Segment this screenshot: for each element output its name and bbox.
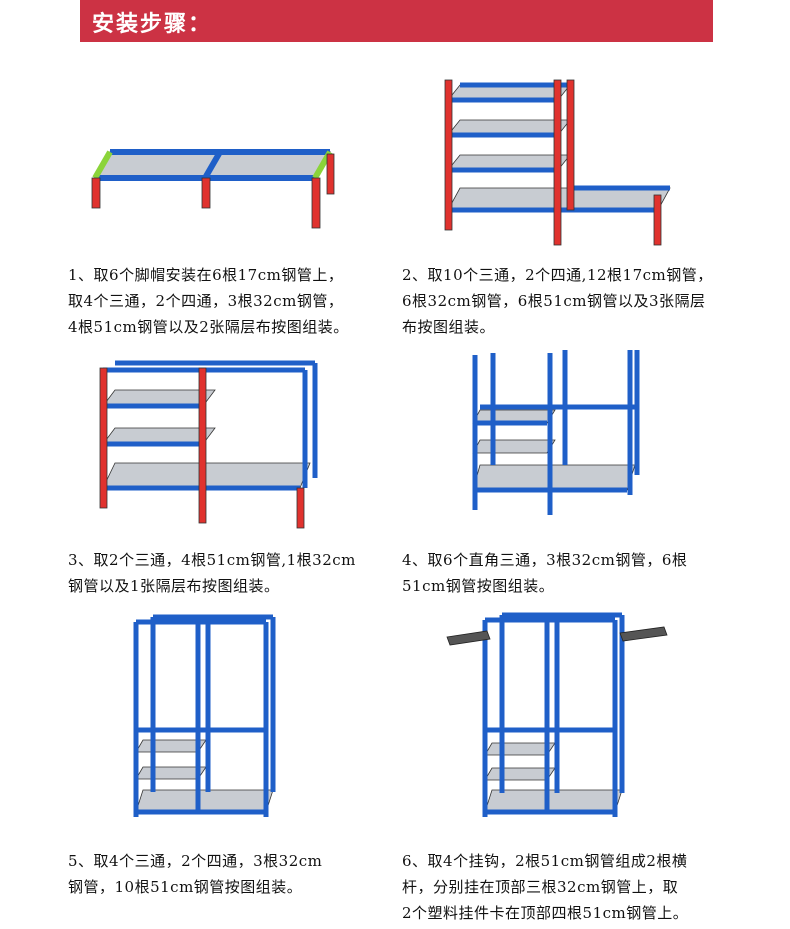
step-3-illustration <box>99 360 318 529</box>
step-1-illustration <box>91 149 335 229</box>
step-5-illustration <box>133 614 276 817</box>
step-1-line-3: 4根51cm钢管以及2张隔层布按图组装。 <box>68 318 349 336</box>
step-4-line-2: 51cm钢管按图组装。 <box>402 577 555 595</box>
step-6-line-2: 杆，分别挂在顶部三根32cm钢管上，取 <box>402 878 679 896</box>
step-1-caption: 1、取6个脚帽安装在6根17cm钢管上， 取4个三通，2个四通，3根32cm钢管… <box>68 262 349 340</box>
step-2-illustration <box>444 79 671 246</box>
step-5-caption: 5、取4个三通，2个四通，3根32cm 钢管，10根51cm钢管按图组装。 <box>68 848 322 900</box>
step-2-line-2: 6根32cm钢管，6根51cm钢管以及3张隔层 <box>402 292 706 310</box>
section-header: 安装步骤： <box>80 0 713 42</box>
step-4-line-1: 4、取6个直角三通，3根32cm钢管，6根 <box>402 551 688 569</box>
step-3-line-2: 钢管以及1张隔层布按图组装。 <box>68 577 280 595</box>
step-2-caption: 2、取10个三通，2个四通,12根17cm钢管， 6根32cm钢管，6根51cm… <box>402 262 713 340</box>
step-4-caption: 4、取6个直角三通，3根32cm钢管，6根 51cm钢管按图组装。 <box>402 547 687 599</box>
step-3-line-1: 3、取2个三通，4根51cm钢管,1根32cm <box>68 551 356 569</box>
step-3-caption: 3、取2个三通，4根51cm钢管,1根32cm 钢管以及1张隔层布按图组装。 <box>68 547 356 599</box>
step-1-line-2: 取4个三通，2个四通，3根32cm钢管， <box>68 292 344 310</box>
step-6-line-3: 2个塑料挂件卡在顶部四根51cm钢管上。 <box>402 904 689 922</box>
step-6-illustration <box>446 612 668 817</box>
step-2-line-3: 布按图组装。 <box>402 318 496 336</box>
step-6-caption: 6、取4个挂钩，2根51cm钢管组成2根横 杆，分别挂在顶部三根32cm钢管上，… <box>402 848 688 926</box>
step-5-line-2: 钢管，10根51cm钢管按图组装。 <box>68 878 303 896</box>
step-6-line-1: 6、取4个挂钩，2根51cm钢管组成2根横 <box>402 852 688 870</box>
step-1-line-1: 1、取6个脚帽安装在6根17cm钢管上， <box>68 266 344 284</box>
step-5-line-1: 5、取4个三通，2个四通，3根32cm <box>68 852 323 870</box>
step-4-illustration <box>472 350 640 515</box>
section-title: 安装步骤： <box>92 12 213 37</box>
step-2-line-1: 2、取10个三通，2个四通,12根17cm钢管， <box>402 266 713 284</box>
